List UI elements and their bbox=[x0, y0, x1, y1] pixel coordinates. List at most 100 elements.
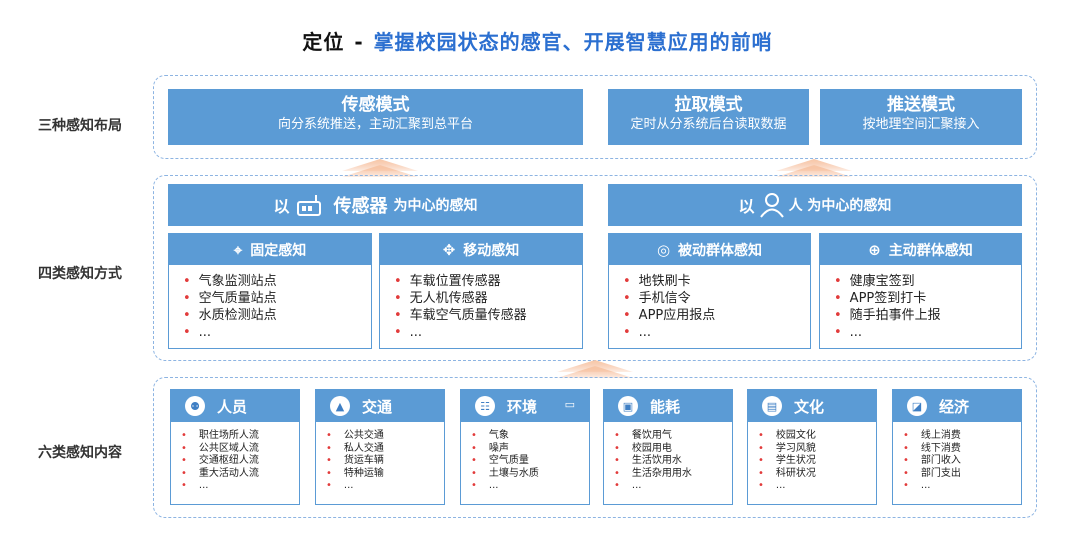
content-card-economy[interactable]: ◪ 经济 线上消费 线下消费 部门收入 部门支出 ... bbox=[892, 389, 1022, 505]
card-title: 能耗 bbox=[650, 397, 681, 416]
list-item: 学生状况 bbox=[758, 455, 876, 468]
list-item: ... bbox=[181, 480, 299, 493]
list-item: ... bbox=[614, 480, 732, 493]
device-icon: ▭ bbox=[564, 398, 575, 411]
globe-icon: ⊕ bbox=[868, 240, 881, 259]
list-item: 水质检测站点 bbox=[183, 307, 371, 324]
method-card-active[interactable]: ⊕ 主动群体感知 健康宝签到 APP签到打卡 随手拍事件上报 ... bbox=[819, 233, 1022, 349]
book-icon: ▤ bbox=[762, 396, 782, 416]
person-centric-bar: 以 人 为中心的感知 bbox=[608, 184, 1022, 226]
card-title: 被动群体感知 bbox=[678, 242, 763, 259]
title-subtitle: 掌握校园状态的感官、开展智慧应用的前哨 bbox=[373, 30, 773, 54]
list-item: 特种运输 bbox=[326, 468, 444, 481]
list-item: 无人机传感器 bbox=[394, 290, 582, 307]
mode-push[interactable]: 推送模式 按地理空间汇聚接入 bbox=[820, 89, 1022, 145]
list-item: 私人交通 bbox=[326, 443, 444, 456]
row-label-content: 六类感知内容 bbox=[38, 445, 122, 461]
list-item: 气象监测站点 bbox=[183, 273, 371, 290]
mode-pull[interactable]: 拉取模式 定时从分系统后台读取数据 bbox=[608, 89, 809, 145]
bar-suffix: 为中心的感知 bbox=[393, 198, 478, 214]
list-item: 气象 bbox=[471, 430, 589, 443]
card-title: 交通 bbox=[362, 397, 393, 416]
list-item: 重大活动人流 bbox=[181, 468, 299, 481]
list-item: 校园用电 bbox=[614, 443, 732, 456]
list-item: ... bbox=[758, 480, 876, 493]
list-item: 职住场所人流 bbox=[181, 430, 299, 443]
list-item: 手机信令 bbox=[623, 290, 810, 307]
list-item: 车载空气质量传感器 bbox=[394, 307, 582, 324]
up-arrow-icon bbox=[776, 159, 852, 177]
target-icon: ◎ bbox=[656, 240, 671, 259]
list-item: 学习风貌 bbox=[758, 443, 876, 456]
list-item: 地铁刷卡 bbox=[623, 273, 810, 290]
layout-frame bbox=[153, 75, 1037, 159]
content-card-environment[interactable]: ☷ 环境 ▭ 气象 噪声 空气质量 土壤与水质 ... bbox=[460, 389, 590, 505]
list-item: ... bbox=[471, 480, 589, 493]
list-item: 货运车辆 bbox=[326, 455, 444, 468]
mode-subtitle: 定时从分系统后台读取数据 bbox=[630, 117, 787, 132]
content-card-traffic[interactable]: ▲交通 公共交通 私人交通 货运车辆 特种运输 ... bbox=[315, 389, 445, 505]
list-item: ... bbox=[394, 324, 582, 341]
list-item: 公共交通 bbox=[326, 430, 444, 443]
card-title: 文化 bbox=[794, 397, 825, 416]
bar-main: 传感器 bbox=[333, 196, 388, 217]
list-item: 空气质量 bbox=[471, 455, 589, 468]
list-item: ... bbox=[623, 324, 810, 341]
list-item: 交通枢纽人流 bbox=[181, 455, 299, 468]
method-card-mobile[interactable]: ✥移动感知 车载位置传感器 无人机传感器 车载空气质量传感器 ... bbox=[379, 233, 583, 349]
card-title: 环境 bbox=[507, 397, 538, 416]
list-item: ... bbox=[903, 480, 1021, 493]
list-item: 部门支出 bbox=[903, 468, 1021, 481]
chart-icon: ◪ bbox=[907, 396, 927, 416]
sensor-centric-bar: 以 传感器 为中心的感知 bbox=[168, 184, 583, 226]
card-title: 移动感知 bbox=[463, 242, 520, 259]
row-label-method: 四类感知方式 bbox=[38, 266, 122, 282]
list-item: 生活杂用用水 bbox=[614, 468, 732, 481]
router-icon bbox=[296, 195, 321, 216]
mode-subtitle: 按地理空间汇聚接入 bbox=[862, 117, 980, 132]
method-card-passive[interactable]: ◎被动群体感知 地铁刷卡 手机信令 APP应用报点 ... bbox=[608, 233, 811, 349]
list-item: 健康宝签到 bbox=[834, 273, 1021, 290]
list-item: 科研状况 bbox=[758, 468, 876, 481]
bar-prefix: 以 bbox=[738, 197, 755, 216]
mode-title: 推送模式 bbox=[887, 95, 955, 115]
bar-suffix: 人 为中心的感知 bbox=[788, 198, 892, 214]
content-frame bbox=[153, 377, 1037, 518]
content-card-culture[interactable]: ▤ 文化 校园文化 学习风貌 学生状况 科研状况 ... bbox=[747, 389, 877, 505]
title-separator: - bbox=[354, 30, 364, 54]
list-item: 校园文化 bbox=[758, 430, 876, 443]
person-icon bbox=[759, 193, 784, 218]
environment-icon: ☷ bbox=[475, 396, 495, 416]
list-item: ... bbox=[183, 324, 371, 341]
list-item: 线下消费 bbox=[903, 443, 1021, 456]
card-title: 人员 bbox=[217, 397, 248, 416]
bar-prefix: 以 bbox=[273, 197, 290, 216]
list-item: 线上消费 bbox=[903, 430, 1021, 443]
list-item: 生活饮用水 bbox=[614, 455, 732, 468]
method-card-fixed[interactable]: ⌖ 固定感知 气象监测站点 空气质量站点 水质检测站点 ... bbox=[168, 233, 372, 349]
row-label-layout: 三种感知布局 bbox=[38, 118, 122, 134]
list-item: 随手拍事件上报 bbox=[834, 307, 1021, 324]
card-title: 经济 bbox=[939, 397, 970, 416]
list-item: 部门收入 bbox=[903, 455, 1021, 468]
list-item: 空气质量站点 bbox=[183, 290, 371, 307]
energy-icon: ▣ bbox=[618, 396, 638, 416]
list-item: APP签到打卡 bbox=[834, 290, 1021, 307]
list-item: ... bbox=[834, 324, 1021, 341]
list-item: 土壤与水质 bbox=[471, 468, 589, 481]
mode-subtitle: 向分系统推送，主动汇聚到总平台 bbox=[277, 117, 473, 132]
card-title: 固定感知 bbox=[250, 242, 307, 259]
list-item: 餐饮用气 bbox=[614, 430, 732, 443]
mode-sensing[interactable]: 传感模式 向分系统推送，主动汇聚到总平台 bbox=[168, 89, 583, 145]
people-icon: ⚉ bbox=[185, 396, 205, 416]
content-card-energy[interactable]: ▣ 能耗 餐饮用气 校园用电 生活饮用水 生活杂用用水 ... bbox=[603, 389, 733, 505]
list-item: 噪声 bbox=[471, 443, 589, 456]
list-item: 车载位置传感器 bbox=[394, 273, 582, 290]
content-card-people[interactable]: ⚉ 人员 职住场所人流 公共区域人流 交通枢纽人流 重大活动人流 ... bbox=[170, 389, 300, 505]
pin-icon: ⌖ bbox=[233, 240, 243, 259]
card-title: 主动群体感知 bbox=[888, 242, 973, 259]
title-main: 定位 bbox=[302, 30, 345, 54]
list-item: 公共区域人流 bbox=[181, 443, 299, 456]
mode-title: 传感模式 bbox=[341, 95, 410, 115]
page-title: 定位-掌握校园状态的感官、开展智慧应用的前哨 bbox=[0, 26, 1075, 55]
